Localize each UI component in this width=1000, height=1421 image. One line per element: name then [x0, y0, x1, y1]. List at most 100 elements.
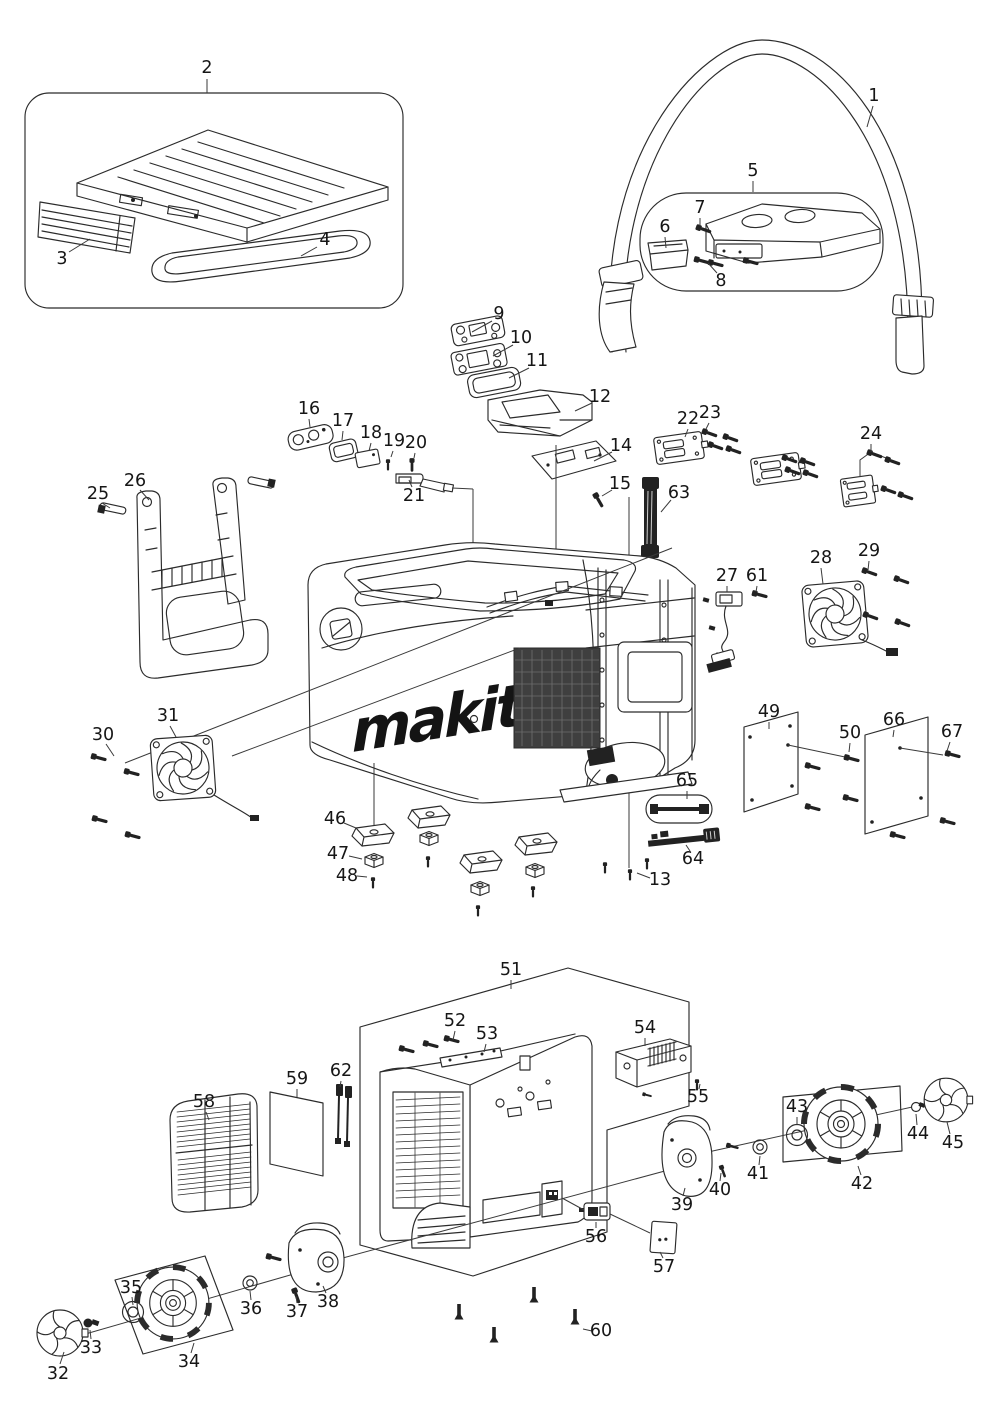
- bracket-part-24: [839, 474, 879, 508]
- leader-line-39: [682, 1187, 686, 1197]
- bearing-part-43: [785, 1123, 809, 1147]
- inset-lid-assembly: [24, 92, 404, 309]
- lid-trim-part-3: [37, 201, 136, 254]
- handle-frame-assembly: [97, 476, 276, 679]
- pcb-part-14: [531, 440, 617, 480]
- screw-49a: [804, 761, 822, 772]
- leader-line-48: [356, 875, 368, 878]
- control-panel-parts: [287, 315, 659, 868]
- boundary-part-51: [359, 967, 690, 1277]
- leader-line-6: [664, 236, 667, 249]
- screws-part-62: [335, 1084, 352, 1147]
- screw-part-23d: [725, 444, 743, 456]
- compressor: [559, 741, 693, 803]
- strap-left-buckle: [598, 260, 644, 353]
- part-label-64: 64: [682, 849, 704, 869]
- part-label-34: 34: [178, 1352, 200, 1372]
- boundary-part-42: [782, 1085, 903, 1163]
- part-label-61: 61: [746, 566, 768, 586]
- plate-part-9: [450, 315, 506, 347]
- screw-part-29b: [893, 574, 911, 586]
- screw-48c: [475, 905, 481, 917]
- part-label-21: 21: [403, 486, 425, 506]
- part-label-30: 30: [92, 725, 114, 745]
- body-bottom-edge: [311, 741, 479, 800]
- part-label-60: 60: [590, 1321, 612, 1341]
- screw-24b: [884, 455, 902, 467]
- main-body: makita: [307, 542, 723, 804]
- leader-line-52: [452, 1030, 456, 1041]
- part-label-33: 33: [80, 1338, 102, 1358]
- pin-upper-right: [247, 476, 276, 489]
- part-label-18: 18: [360, 423, 382, 443]
- screw-part-52b: [422, 1039, 440, 1050]
- part-label-9: 9: [493, 304, 504, 324]
- foot-part-46b: [407, 805, 451, 829]
- hinge-parts: [652, 427, 915, 508]
- leader-line-18: [368, 442, 372, 452]
- part-label-15: 15: [609, 474, 631, 494]
- latch-part-21: [395, 473, 455, 493]
- rotor-part-34: [137, 1267, 209, 1339]
- leader-line-36: [249, 1290, 252, 1301]
- lower-assembly: [169, 967, 700, 1343]
- screw-part-29a: [861, 566, 879, 578]
- foot-part-46d: [514, 832, 558, 856]
- part-label-22: 22: [677, 409, 699, 429]
- bracket-part-53: [439, 1047, 503, 1068]
- part-label-7: 7: [694, 198, 705, 218]
- leader-line-23: [705, 422, 710, 430]
- screw-part-50: [843, 753, 861, 764]
- filter-part-59: [269, 1091, 324, 1177]
- handle-part-26: [136, 477, 269, 679]
- leader-line-67: [946, 741, 951, 752]
- part-label-44: 44: [907, 1124, 929, 1144]
- part-label-58: 58: [193, 1092, 215, 1112]
- boundary-part-34: [114, 1255, 234, 1355]
- fan-part-31: [149, 734, 259, 821]
- part-label-62: 62: [330, 1061, 352, 1081]
- leader-line-4: [300, 246, 318, 257]
- leader-line-11: [508, 367, 530, 379]
- leader-line-46: [343, 822, 357, 829]
- screw-part-40: [718, 1164, 728, 1179]
- leader-line-12: [574, 402, 593, 412]
- part-label-51: 51: [500, 960, 522, 980]
- screw-24d: [897, 490, 915, 502]
- leader-line-20: [413, 452, 416, 459]
- leader-line-37: [295, 1295, 298, 1304]
- compressor-housing: [379, 1033, 593, 1249]
- part-label-4: 4: [319, 230, 330, 250]
- part-label-11: 11: [526, 351, 548, 371]
- screw-49b: [842, 793, 860, 804]
- panel49-screw-leader: [787, 744, 846, 758]
- power-socket: [541, 1180, 563, 1218]
- part-label-47: 47: [327, 844, 349, 864]
- part-label-31: 31: [157, 706, 179, 726]
- leader-line-21: [408, 479, 413, 488]
- part-label-27: 27: [716, 566, 738, 586]
- lower-leader-lines: [327, 1164, 688, 1263]
- part-label-63: 63: [668, 483, 690, 503]
- plate-part-57: [649, 1220, 678, 1255]
- cable-part-65: [645, 794, 713, 824]
- part-label-49: 49: [758, 702, 780, 722]
- part-label-1: 1: [868, 86, 879, 106]
- housing-part-39: [661, 1115, 713, 1197]
- screw-66a: [939, 816, 957, 827]
- screw-part-23b: [707, 440, 725, 452]
- part-label-12: 12: [589, 387, 611, 407]
- leader-line-44: [915, 1113, 918, 1126]
- leader-line-41: [758, 1155, 761, 1166]
- leader-line-64: [685, 844, 691, 852]
- hinge-mid: [749, 451, 808, 487]
- part-label-41: 41: [747, 1164, 769, 1184]
- leader-line-50: [848, 742, 851, 753]
- leader-line-3: [68, 238, 91, 253]
- hinge-part-22: [652, 430, 711, 466]
- strap-right-buckle: [891, 294, 935, 375]
- vent-cover-part-58: [169, 1093, 259, 1213]
- part-label-6: 6: [659, 217, 670, 237]
- display-pcb-part-16: [287, 424, 334, 451]
